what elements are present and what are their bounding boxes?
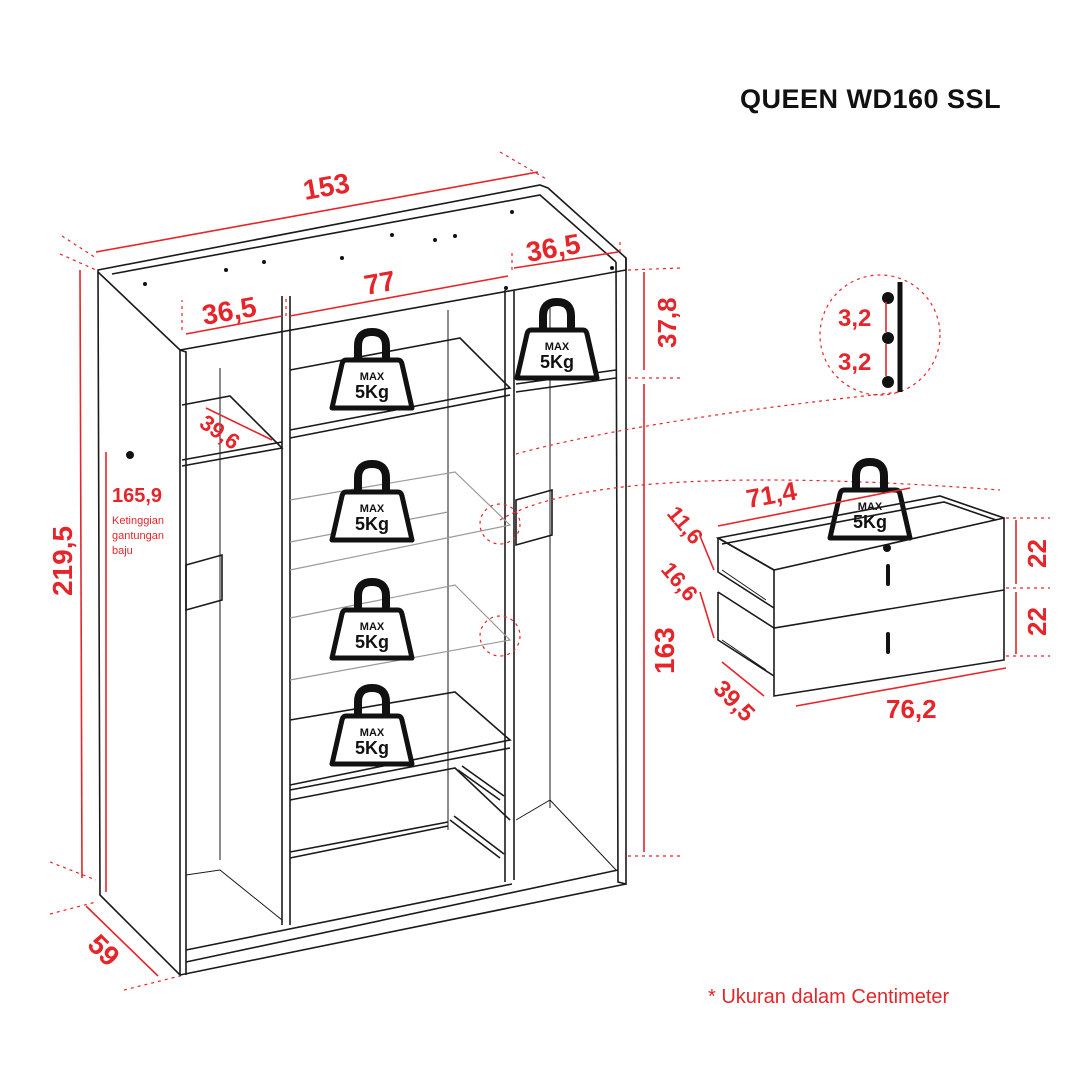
- dim-right-top: 36,5: [524, 228, 583, 268]
- svg-text:5Kg: 5Kg: [355, 514, 389, 534]
- drawer-unit: [715, 495, 1005, 697]
- dim-center-top: 77: [362, 265, 398, 301]
- dim-top-compartment: 37,8: [652, 297, 682, 348]
- wardrobe-body: [97, 184, 627, 977]
- dim-height-total: 219,5: [47, 526, 78, 596]
- dim-hanging-height: 165,9: [112, 485, 162, 507]
- drawer-inner-width: 71,4: [744, 475, 800, 513]
- svg-text:5Kg: 5Kg: [355, 382, 389, 402]
- svg-text:5Kg: 5Kg: [355, 632, 389, 652]
- weight-icon: MAX 5Kg: [830, 462, 910, 538]
- drawer-side-height-2: 16,6: [656, 557, 703, 606]
- drawer-front-height-1: 22: [1022, 539, 1052, 568]
- weight-icon: MAX 5Kg: [332, 332, 412, 408]
- drawer-front-height-2: 22: [1022, 607, 1052, 636]
- drawer-side-height-1: 11,6: [662, 501, 708, 549]
- weight-icon: MAX 5Kg: [332, 688, 412, 764]
- drawer-dimension-lines: [699, 487, 1050, 707]
- dim-width: 153: [301, 167, 352, 206]
- svg-text:5Kg: 5Kg: [853, 512, 887, 532]
- svg-text:5Kg: 5Kg: [540, 352, 574, 372]
- dim-right-height: 163: [649, 627, 680, 674]
- svg-text:MAX: MAX: [545, 341, 570, 353]
- hanging-label-2: gantungan: [112, 530, 164, 542]
- drawer-depth: 39,5: [708, 675, 760, 727]
- svg-text:MAX: MAX: [360, 503, 385, 515]
- shelf-pin-detail-icon: [819, 274, 941, 396]
- svg-text:MAX: MAX: [360, 727, 385, 739]
- pin-spacing-1: 3,2: [838, 305, 871, 332]
- product-title: QUEEN WD160 SSL: [740, 84, 1002, 114]
- hanging-label-1: Ketinggian: [112, 515, 164, 527]
- drawer-width: 76,2: [886, 694, 937, 724]
- weight-icon: MAX 5Kg: [332, 582, 412, 658]
- dim-depth: 59: [82, 928, 126, 972]
- dimension-lines: [49, 151, 1001, 991]
- hanging-label-3: baju: [112, 545, 133, 557]
- svg-text:MAX: MAX: [360, 621, 385, 633]
- weight-icon: MAX 5Kg: [332, 464, 412, 540]
- pin-spacing-2: 3,2: [838, 349, 871, 376]
- units-note: * Ukuran dalam Centimeter: [708, 986, 950, 1008]
- weight-icon: MAX 5Kg: [517, 302, 597, 378]
- svg-text:5Kg: 5Kg: [355, 738, 389, 758]
- svg-text:MAX: MAX: [360, 371, 385, 383]
- dim-left-top: 36,5: [200, 291, 259, 331]
